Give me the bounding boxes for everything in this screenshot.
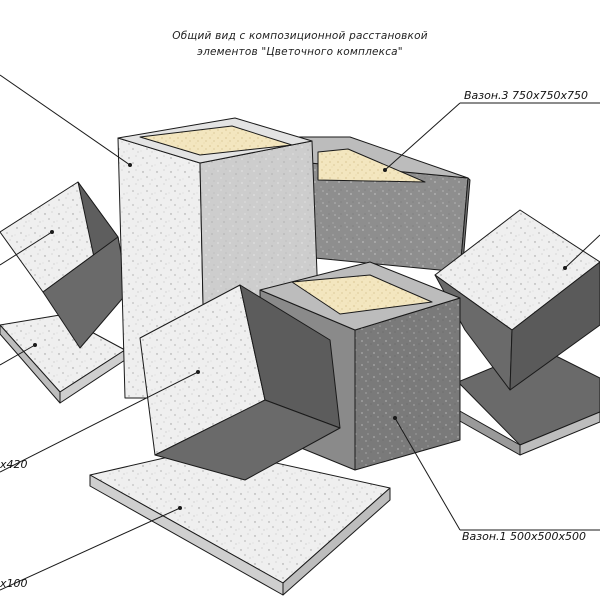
callout-left-mid: x420 bbox=[0, 458, 28, 471]
front-tilted-cube bbox=[139, 284, 341, 481]
left-ground-slab bbox=[0, 314, 126, 404]
leader-left-slab bbox=[0, 344, 36, 366]
leader-vazon1 bbox=[394, 417, 461, 531]
leader-left-cube bbox=[0, 231, 53, 266]
callout-left-bottom: x100 bbox=[0, 577, 28, 590]
leader-right-cube bbox=[564, 234, 600, 269]
front-ground-slab bbox=[89, 447, 391, 596]
diagram-title-line-2: элементов "Цветочного комплекса" bbox=[197, 46, 403, 58]
diagram-title-line-1: Общий вид с композиционной расстановкой bbox=[172, 30, 428, 42]
callout-vazon-3: Вазон.3 750x750x750 bbox=[464, 89, 589, 102]
leader-vazon3 bbox=[384, 102, 461, 171]
leader-front-cube bbox=[0, 371, 199, 473]
right-ground-slab bbox=[457, 347, 600, 456]
leader-pillar bbox=[0, 74, 131, 166]
callout-vazon-1: Вазон.1 500x500x500 bbox=[462, 530, 587, 543]
vazon-3-planter bbox=[291, 136, 471, 275]
right-tilted-cube bbox=[434, 209, 600, 391]
leader-front-slab bbox=[0, 507, 181, 591]
